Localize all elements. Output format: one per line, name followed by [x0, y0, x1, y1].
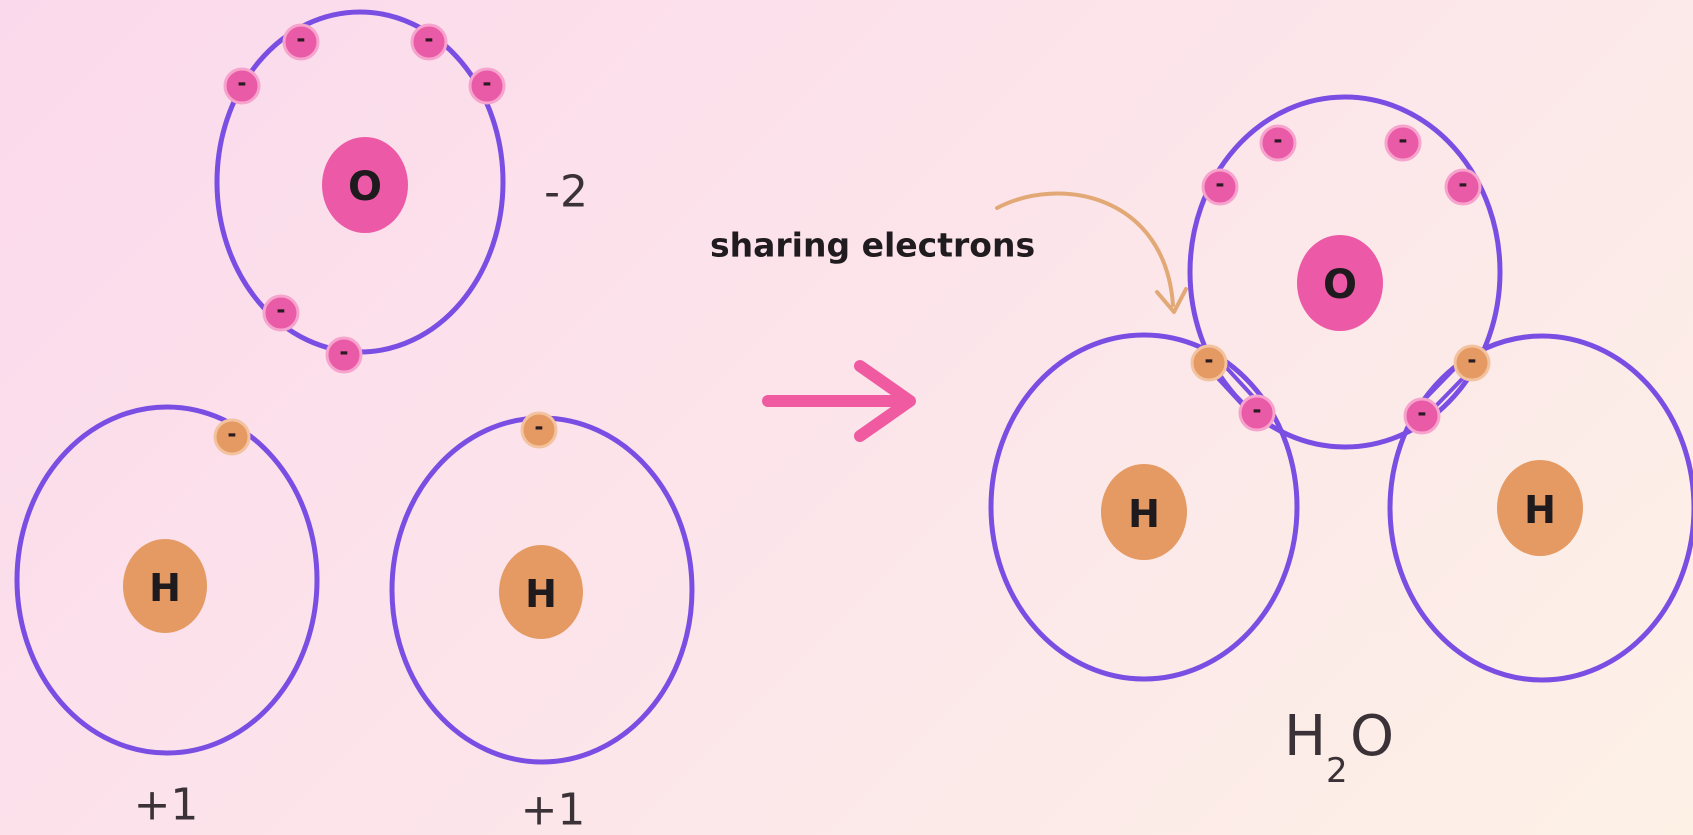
- hydrogen-orbit: [988, 332, 1300, 682]
- sharing-electrons-label: sharing electrons: [710, 226, 1035, 265]
- hydrogen-electron: -: [1453, 344, 1491, 382]
- shared-electron-pair-left: - -: [1190, 344, 1276, 432]
- svg-text:-: -: [296, 28, 305, 53]
- hydrogen-symbol: H: [1524, 488, 1556, 532]
- hydrogen-nucleus: [499, 545, 583, 639]
- oxygen-charge: -2: [544, 167, 588, 218]
- oxygen-electron: -: [1403, 397, 1441, 435]
- svg-text:-: -: [276, 299, 285, 324]
- hydrogen-symbol: H: [525, 572, 557, 616]
- oxygen-electron: -: [468, 67, 506, 105]
- hydrogen-symbol: H: [1128, 492, 1160, 536]
- svg-text:-: -: [1252, 399, 1261, 424]
- formula-subscript: 2: [1326, 751, 1348, 791]
- svg-text:-: -: [227, 423, 236, 448]
- oxygen-orbit: [1187, 94, 1503, 450]
- oxygen-nucleus: [1297, 235, 1383, 331]
- oxygen-electron: -: [325, 336, 363, 374]
- oxygen-electron: -: [1444, 168, 1482, 206]
- svg-text:-: -: [339, 341, 348, 366]
- hydrogen-nucleus: [1101, 464, 1187, 560]
- hydrogen-symbol: H: [149, 566, 181, 610]
- oxygen-electron: -: [1259, 124, 1297, 162]
- hydrogen-orbit: [1387, 333, 1693, 683]
- svg-text:-: -: [534, 416, 543, 441]
- oxygen-electron: -: [1384, 124, 1422, 162]
- svg-text:-: -: [1467, 349, 1476, 374]
- svg-text:-: -: [1273, 129, 1282, 154]
- svg-text:-: -: [424, 28, 433, 53]
- svg-text:-: -: [1204, 349, 1213, 374]
- hydrogen-atom-right-separate: H - +1: [389, 411, 695, 835]
- right-arrow-icon: [762, 360, 916, 442]
- svg-text:-: -: [1417, 402, 1426, 427]
- hydrogen-electron: -: [520, 411, 558, 449]
- svg-text:-: -: [1215, 173, 1224, 198]
- hydrogen-orbit: [14, 404, 320, 756]
- hydrogen-atom-left-separate: H - +1: [14, 404, 320, 831]
- oxygen-electron: -: [262, 294, 300, 332]
- oxygen-symbol: O: [348, 164, 382, 210]
- hydrogen-charge: +1: [134, 780, 199, 831]
- oxygen-electron: -: [282, 23, 320, 61]
- hydrogen-electron: -: [213, 418, 251, 456]
- water-molecule: O H H - - - - -: [988, 94, 1693, 683]
- svg-text:-: -: [482, 72, 491, 97]
- shared-electron-pair-right: - -: [1403, 344, 1491, 435]
- oxygen-electron: -: [1201, 168, 1239, 206]
- formula-o: O: [1350, 704, 1394, 769]
- curved-arrow-icon: [995, 191, 1188, 314]
- oxygen-symbol: O: [1323, 262, 1357, 308]
- svg-text:-: -: [237, 72, 246, 97]
- oxygen-nucleus: [322, 137, 408, 233]
- oxygen-atom-separate: O - - - - - - -2: [214, 9, 588, 374]
- water-formula: H 2 O: [1284, 704, 1394, 791]
- svg-text:-: -: [1458, 173, 1467, 198]
- svg-text:-: -: [1398, 129, 1407, 154]
- oxygen-electron: -: [223, 67, 261, 105]
- hydrogen-nucleus: [1497, 460, 1583, 556]
- hydrogen-nucleus: [123, 539, 207, 633]
- hydrogen-charge: +1: [521, 785, 586, 835]
- hydrogen-electron: -: [1190, 344, 1228, 382]
- oxygen-electron: -: [1238, 394, 1276, 432]
- formula-h: H: [1284, 704, 1326, 769]
- oxygen-electron: -: [410, 23, 448, 61]
